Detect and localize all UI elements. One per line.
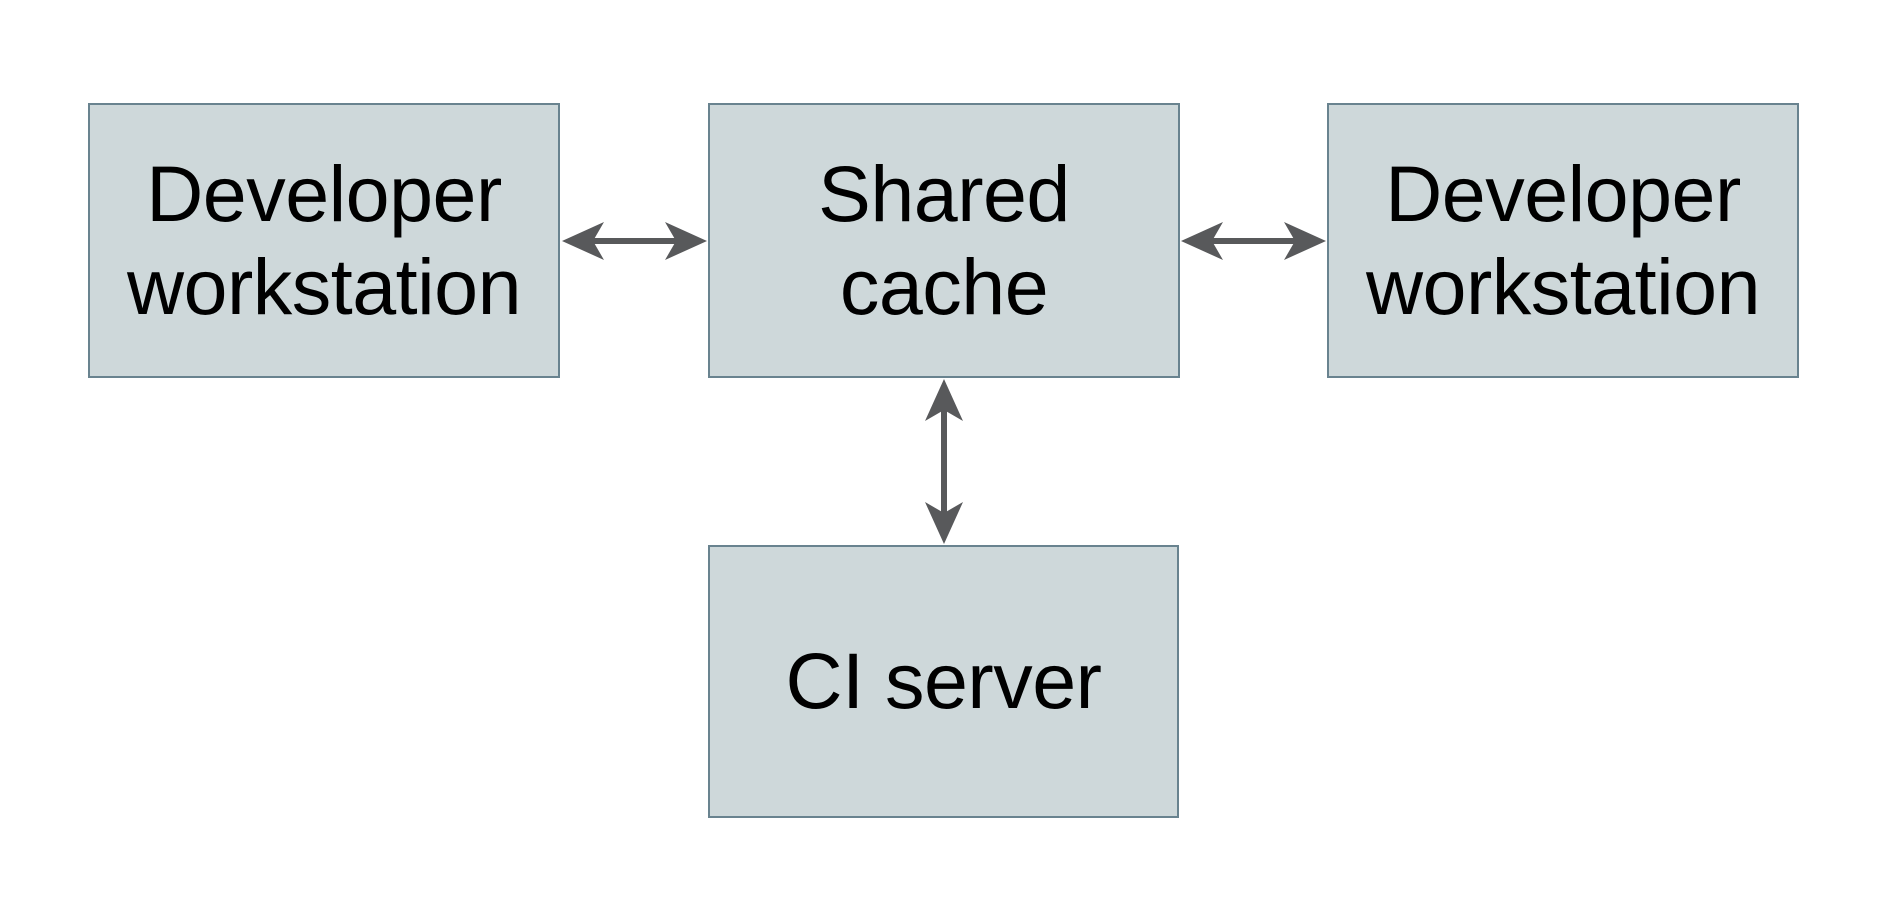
- node-shared-cache: Shared cache: [708, 103, 1180, 378]
- node-label: CI server: [785, 636, 1102, 726]
- node-developer-workstation-right: Developer workstation: [1327, 103, 1799, 378]
- node-label: Shared cache: [818, 149, 1070, 331]
- node-ci-server: CI server: [708, 545, 1179, 818]
- double-arrow-horizontal-icon: [1181, 222, 1326, 260]
- node-label: Developer workstation: [126, 149, 522, 331]
- double-arrow-horizontal-icon: [562, 222, 707, 260]
- edge-cache-devright: [1180, 219, 1327, 263]
- edge-cache-ci: [922, 378, 966, 545]
- node-developer-workstation-left: Developer workstation: [88, 103, 560, 378]
- edge-devleft-cache: [561, 219, 708, 263]
- node-label: Developer workstation: [1365, 149, 1761, 331]
- double-arrow-vertical-icon: [925, 379, 963, 544]
